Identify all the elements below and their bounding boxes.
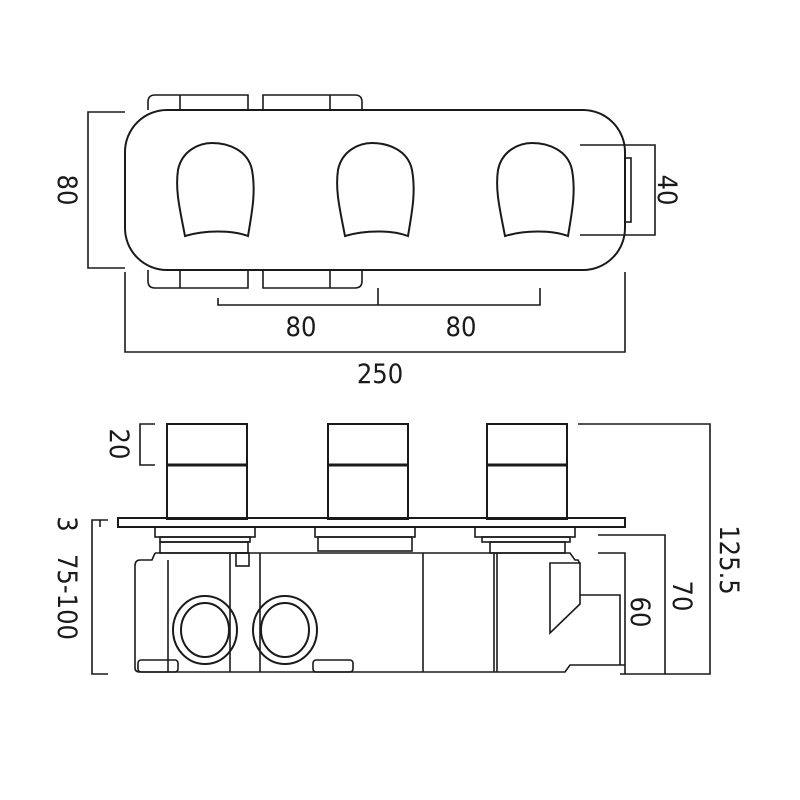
plate-thickness-dimension: 3 bbox=[51, 516, 82, 531]
handle-right bbox=[496, 141, 575, 238]
outlet-depth-dimension: 60 bbox=[624, 597, 655, 628]
side-view: 20 125.5 70 60 3 75-100 bbox=[51, 423, 744, 675]
total-depth-dimension: 125.5 bbox=[713, 525, 744, 595]
side-outlet bbox=[624, 157, 632, 223]
body-depth-dimension: 70 bbox=[666, 581, 697, 612]
face-plate bbox=[124, 109, 626, 271]
handles-side bbox=[166, 423, 568, 520]
inlet-ports bbox=[172, 595, 318, 665]
dimension-lines-top bbox=[87, 111, 656, 353]
wall-depth-dimension: 75-100 bbox=[51, 554, 82, 640]
dimension-lines-side bbox=[91, 423, 711, 675]
spacing-right-dimension: 80 bbox=[446, 312, 477, 343]
handles-top bbox=[176, 141, 575, 238]
handle-middle bbox=[336, 141, 415, 238]
mounting-brackets bbox=[147, 94, 363, 289]
width-dimension: 250 bbox=[357, 359, 403, 390]
height-dimension: 80 bbox=[51, 175, 82, 206]
handle-height-dimension: 40 bbox=[651, 175, 682, 206]
spacing-left-dimension: 80 bbox=[286, 312, 317, 343]
valve-body bbox=[134, 526, 625, 673]
top-view: 80 40 80 80 250 bbox=[51, 94, 682, 390]
handle-length-dimension: 20 bbox=[103, 429, 134, 460]
handle-left bbox=[176, 141, 255, 238]
